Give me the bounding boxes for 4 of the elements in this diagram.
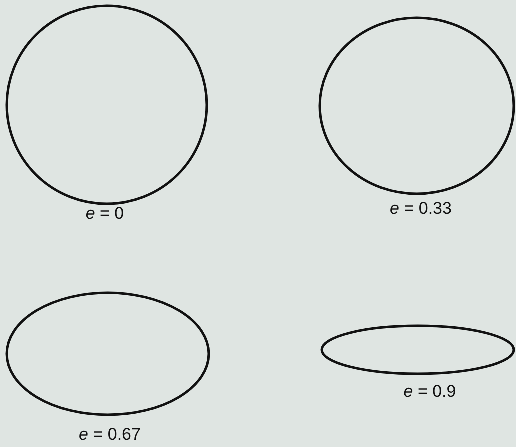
eccentricity-label: e = 0 [86, 204, 124, 224]
eccentricity-label: e = 0.67 [79, 425, 141, 445]
eccentricity-label: e = 0.33 [390, 199, 452, 219]
eccentricity-label: e = 0.9 [404, 382, 456, 402]
